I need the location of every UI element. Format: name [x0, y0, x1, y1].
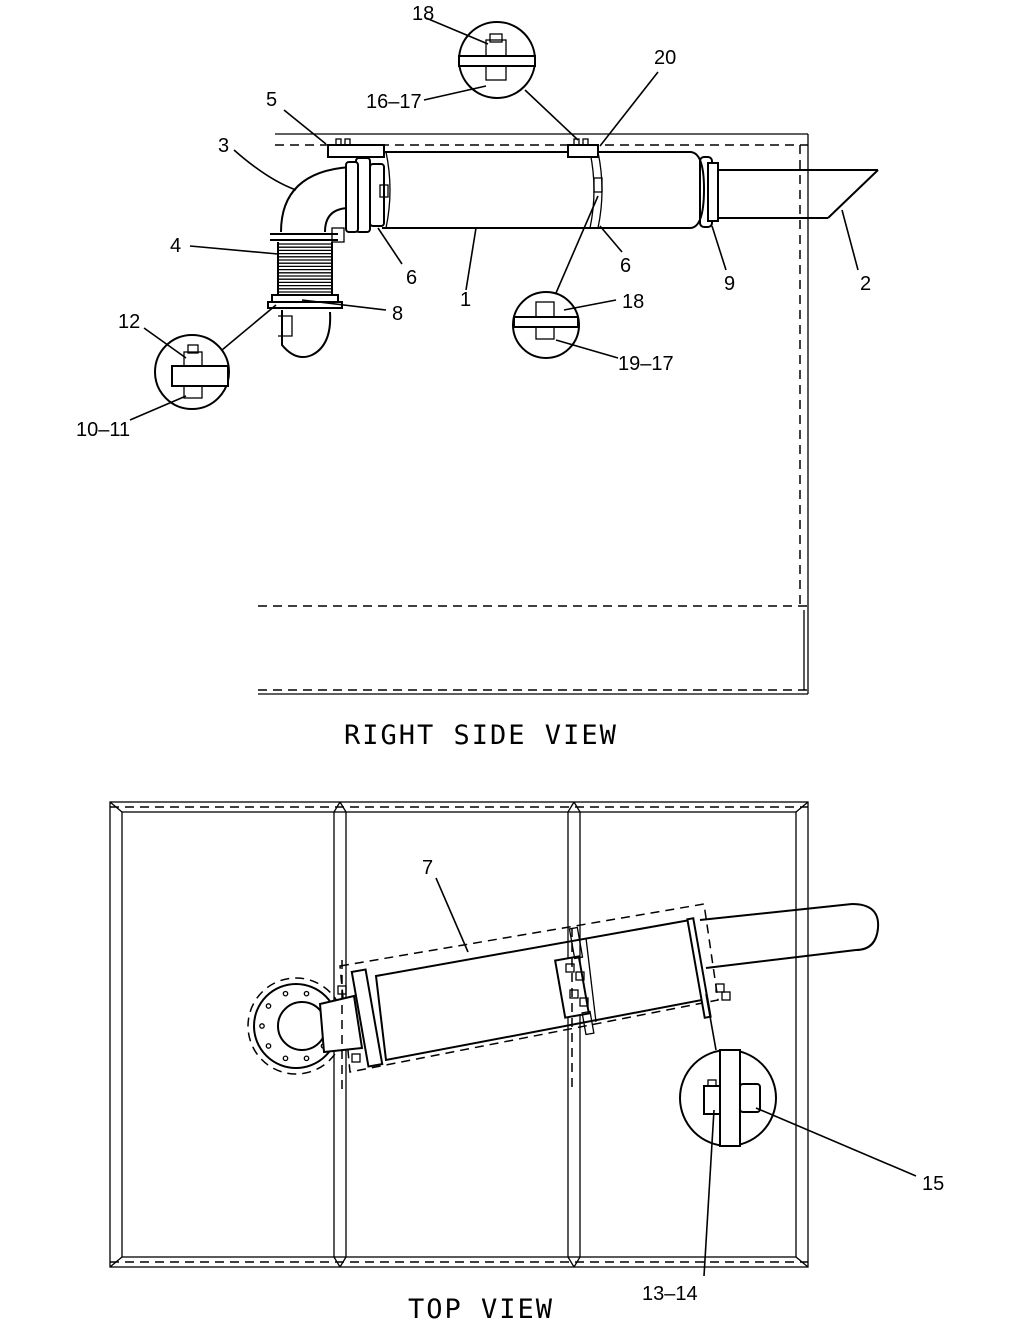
bolt-marker — [715, 983, 725, 993]
callout-2: 2 — [860, 273, 871, 295]
tail-pipe — [718, 169, 879, 219]
base-frame — [109, 801, 809, 1268]
callout-6-right: 6 — [620, 255, 631, 277]
detail-circle-left — [154, 304, 277, 410]
detail-circle-bottom — [679, 993, 777, 1147]
callout-18-top: 18 — [412, 3, 434, 25]
flange-bolt-hole — [265, 1003, 272, 1009]
bolt-markers — [337, 963, 731, 1063]
callout-18-middle: 18 — [622, 291, 644, 313]
enclosure-outline — [258, 133, 809, 695]
muffler-top — [339, 903, 719, 1073]
bolt-marker — [351, 1053, 361, 1063]
right-side-view-title: RIGHT SIDE VIEW — [344, 720, 618, 751]
flex-bellows — [277, 242, 333, 294]
elbow — [270, 161, 359, 243]
callout-8: 8 — [392, 303, 403, 325]
right-side-view — [129, 17, 879, 695]
inlet-clamp-flange — [355, 157, 603, 233]
mounting-brackets — [327, 138, 599, 158]
callout-5: 5 — [266, 89, 277, 111]
flange-bolt-hole — [303, 1055, 310, 1062]
callout-12: 12 — [118, 311, 140, 333]
callout-13-14: 13–14 — [642, 1283, 698, 1305]
lower-flange — [267, 294, 343, 358]
hidden-verticals — [341, 928, 573, 1090]
flange-bolt-hole — [303, 990, 310, 997]
leader-lines-top — [435, 877, 917, 1277]
callout-4: 4 — [170, 235, 181, 257]
hidden-roof-lines — [110, 806, 808, 1263]
bolt-marker — [565, 963, 575, 973]
callout-9: 9 — [724, 273, 735, 295]
top-view — [109, 801, 917, 1277]
leader-lines-right-side — [129, 17, 859, 421]
detail-circle-middle — [512, 195, 599, 359]
flange-bolt-hole — [282, 1055, 289, 1062]
callout-3: 3 — [218, 135, 229, 157]
flange-bolt-hole — [282, 990, 289, 997]
bolt-marker — [575, 971, 585, 981]
callout-6-left: 6 — [406, 267, 417, 289]
callout-20: 20 — [654, 47, 676, 69]
callout-19-17: 19–17 — [618, 353, 674, 375]
tail-pipe-top — [699, 903, 880, 969]
callout-1: 1 — [460, 289, 471, 311]
top-view-title: TOP VIEW — [408, 1294, 554, 1325]
flange-bolt-hole — [265, 1043, 272, 1049]
callout-labels: 18 16–17 20 5 3 4 6 1 6 9 2 8 18 19–17 1… — [76, 3, 944, 1305]
callout-15: 15 — [922, 1173, 944, 1195]
bolt-marker — [579, 997, 589, 1007]
bolt-marker — [721, 991, 731, 1001]
muffler-body — [382, 151, 706, 229]
callout-10-11: 10–11 — [76, 419, 130, 441]
bolt-marker — [569, 989, 579, 999]
detail-circle-top — [458, 21, 579, 141]
callout-16-17: 16–17 — [366, 91, 422, 113]
callout-7: 7 — [422, 857, 433, 879]
flange-bolt-hole — [259, 1023, 265, 1029]
turbo-flange-top — [247, 977, 364, 1075]
